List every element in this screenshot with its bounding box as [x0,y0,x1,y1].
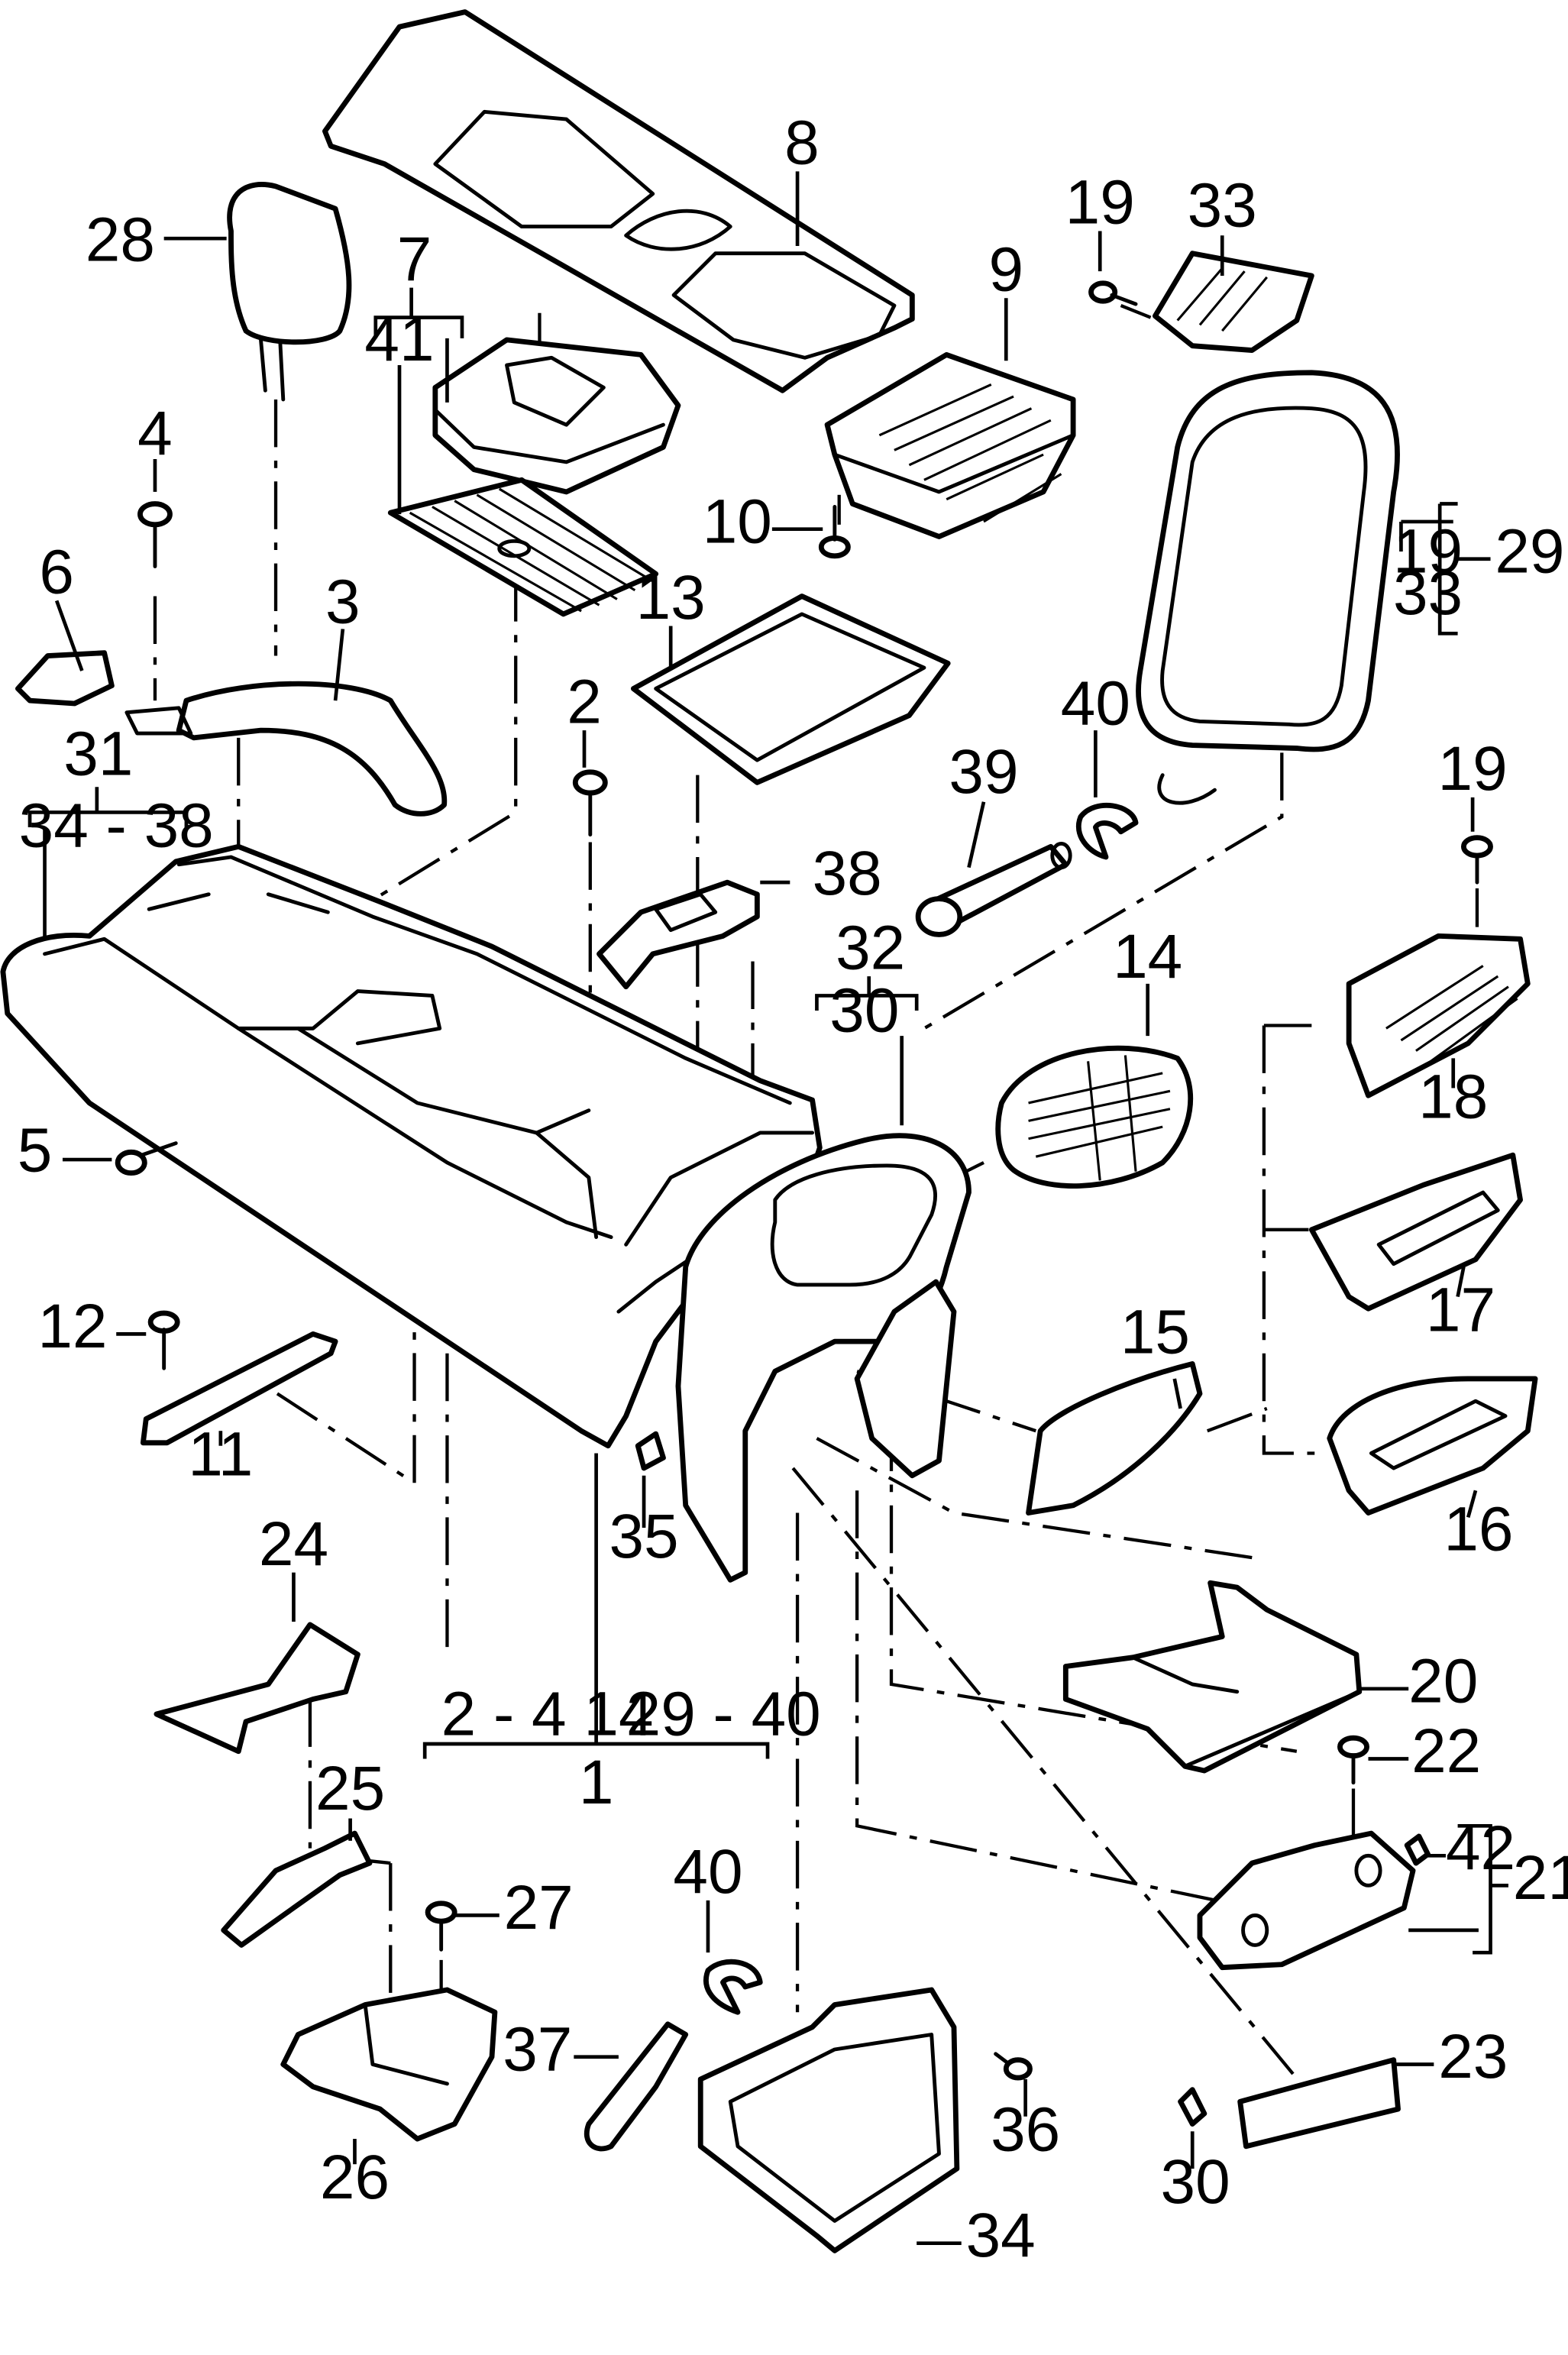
tray-13 [630,594,951,785]
callout-25: 25 [315,1754,385,1823]
callout-31: 31 [63,720,133,789]
screw-10 [818,504,851,559]
bracket-38 [596,879,760,990]
callout-41: 41 [364,305,434,374]
screw-36 [994,2052,1033,2081]
bracket-25 [221,1830,373,1948]
callout-30a: 30 [829,975,899,1045]
callout-30b: 30 [1161,2147,1230,2217]
ring-clip-40b [703,1959,763,2015]
screw-19c [1460,835,1493,885]
armrest-lid-29 [1136,370,1401,805]
grille-41 [387,477,659,617]
callout-29: 29 [1495,516,1564,586]
support-base-26 [280,1987,498,2142]
screw-5 [115,1141,178,1176]
callout-8: 8 [784,108,820,178]
callout-40a: 40 [1061,668,1130,738]
callout-34-38: 34 - 38 [19,791,214,860]
screw-22 [1337,1735,1369,1785]
screw-2 [572,769,608,837]
callout-28: 28 [86,205,155,274]
callout-labels: 28 8 7 41 9 19 33 10 4 6 3 13 19 33 29 4… [18,108,1568,2271]
tool-37 [584,2021,689,2152]
bracket-24 [154,1622,360,1755]
screw-4 [137,501,173,568]
callout-35: 35 [609,1502,678,1571]
headrest-28 [227,182,352,402]
callout-33a: 33 [1188,171,1257,241]
storage-bin-16 [1327,1376,1538,1516]
callout-19c: 19 [1438,734,1508,804]
shifter-frame-7 [432,337,681,495]
callout-19a: 19 [1065,168,1135,238]
callout-11: 11 [188,1420,253,1490]
storage-box-9 [824,351,1076,539]
callout-27: 27 [504,1873,574,1943]
callout-38: 38 [813,839,882,908]
callout-7: 7 [397,225,432,294]
callout-3: 3 [325,568,360,637]
callout-23: 23 [1438,2022,1508,2091]
callout-39: 39 [949,737,1018,807]
callout-20: 20 [1408,1646,1478,1716]
callout-34: 34 [966,2201,1036,2270]
clip-35 [635,1431,666,1471]
screw-27 [425,1900,457,1952]
callout-37: 37 [503,2014,572,2084]
callout-17: 17 [1426,1275,1495,1344]
ring-clip-40a [1075,803,1139,860]
screw-12 [147,1310,180,1370]
air-vent-14 [995,1045,1194,1189]
callout-10: 10 [703,487,772,556]
callout-2: 2 [567,667,602,736]
console-body [0,843,823,1449]
tube-39 [915,841,1072,937]
clip-33 [1153,251,1314,353]
side-trim-32 [675,1133,972,1583]
grip-handle-3 [124,681,448,817]
callout-13: 13 [636,563,706,632]
leader-lines [27,171,1508,2245]
screw-19a [1088,280,1138,306]
storage-bin-18 [1346,933,1531,1098]
callout-26: 26 [320,2143,390,2212]
cover-6 [15,650,115,707]
callout-16: 16 [1444,1494,1513,1564]
callout-1: 1 [579,1748,614,1817]
drawer-20 [1062,1580,1363,1774]
callout-21: 21 [1513,1843,1568,1913]
callout-14: 14 [1113,922,1182,991]
callout-33b: 33 [1393,558,1463,628]
callout-29-40: 29 - 40 [626,1679,821,1748]
callout-4: 4 [137,399,173,468]
callout-9: 9 [988,235,1023,305]
callout-40b: 40 [673,1837,742,1907]
latch-21 [1197,1830,1416,1971]
clip-42 [1404,1833,1431,1866]
clip-30b [1178,2087,1208,2127]
cover-plate-15 [1026,1360,1203,1516]
callout-36: 36 [991,2095,1060,2165]
callout-2-4-14: 2 - 4 14 [441,1679,654,1748]
callout-6: 6 [39,538,74,607]
callout-32: 32 [836,913,905,982]
cover-strip-23 [1237,2057,1401,2150]
callout-5: 5 [18,1116,53,1186]
mounting-bar-11 [140,1331,338,1446]
callout-22: 22 [1411,1716,1481,1786]
callout-12: 12 [37,1292,107,1361]
callout-19b: 19 [1393,516,1463,586]
storage-bin-17 [1308,1152,1523,1312]
trim-panel-8 [322,9,915,393]
callout-42: 42 [1446,1813,1515,1883]
callout-15: 15 [1120,1298,1190,1367]
callout-24: 24 [259,1509,328,1579]
callout-18: 18 [1418,1062,1488,1131]
frame-34 [697,1987,960,2253]
